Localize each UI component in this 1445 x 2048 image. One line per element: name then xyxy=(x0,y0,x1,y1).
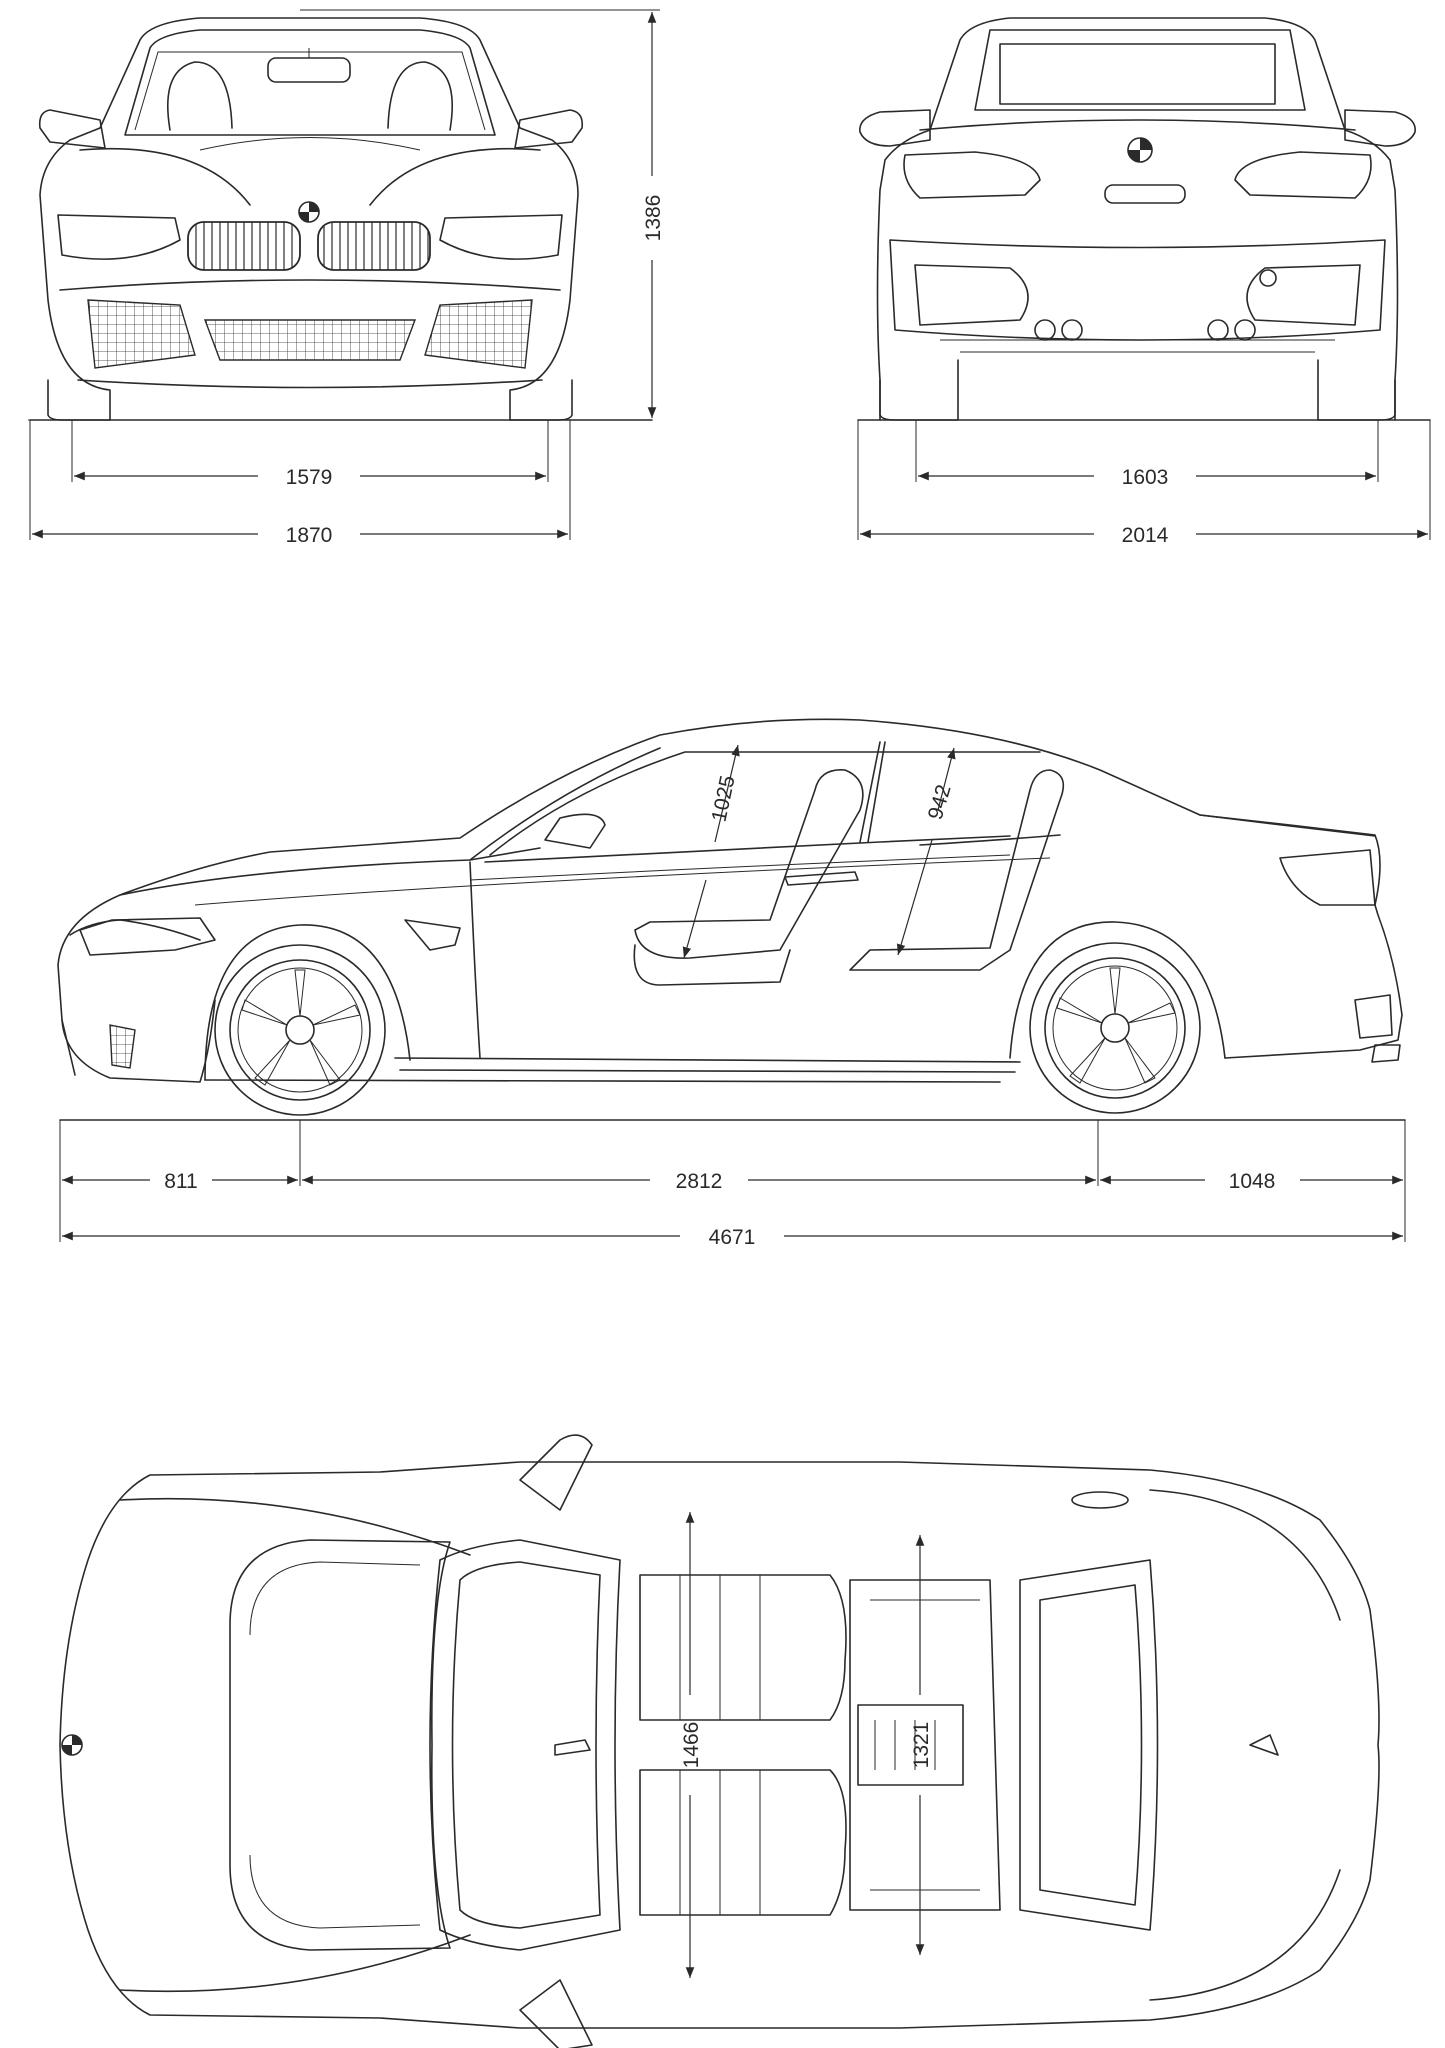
rear-overhang-label: 1048 xyxy=(1229,1170,1276,1193)
height-label: 1386 xyxy=(642,195,665,242)
bmw-roundel-icon xyxy=(298,201,320,223)
front-shoulder-label: 1466 xyxy=(680,1722,703,1769)
front-view-dimensions: 1579 1870 1386 xyxy=(29,9,665,547)
front-width-label: 1870 xyxy=(286,524,333,547)
front-wheel xyxy=(214,944,386,1116)
wheelbase-label: 2812 xyxy=(676,1170,723,1193)
rear-headroom-label: 942 xyxy=(924,782,956,822)
top-view-dimensions: 1466 1321 xyxy=(680,1512,933,1978)
front-overhang-label: 811 xyxy=(164,1170,197,1193)
side-view-dimensions: 811 2812 1048 4671 1025 942 xyxy=(59,744,1406,1249)
side-view xyxy=(57,718,1406,1121)
top-view xyxy=(59,1434,1380,2048)
top-bmw-roundel-icon xyxy=(61,1734,83,1756)
front-track-label: 1579 xyxy=(286,466,333,489)
front-headroom-label: 1025 xyxy=(708,773,740,823)
rear-view-dimensions: 1603 2014 xyxy=(857,420,1431,547)
rear-shoulder-label: 1321 xyxy=(910,1722,933,1769)
rear-bmw-roundel-icon xyxy=(1127,137,1153,163)
rear-width-label: 2014 xyxy=(1122,524,1169,547)
rear-wheel xyxy=(1029,942,1201,1114)
length-label: 4671 xyxy=(709,1226,756,1249)
rear-view xyxy=(857,17,1431,421)
front-view xyxy=(28,17,653,421)
rear-track-label: 1603 xyxy=(1122,466,1169,489)
